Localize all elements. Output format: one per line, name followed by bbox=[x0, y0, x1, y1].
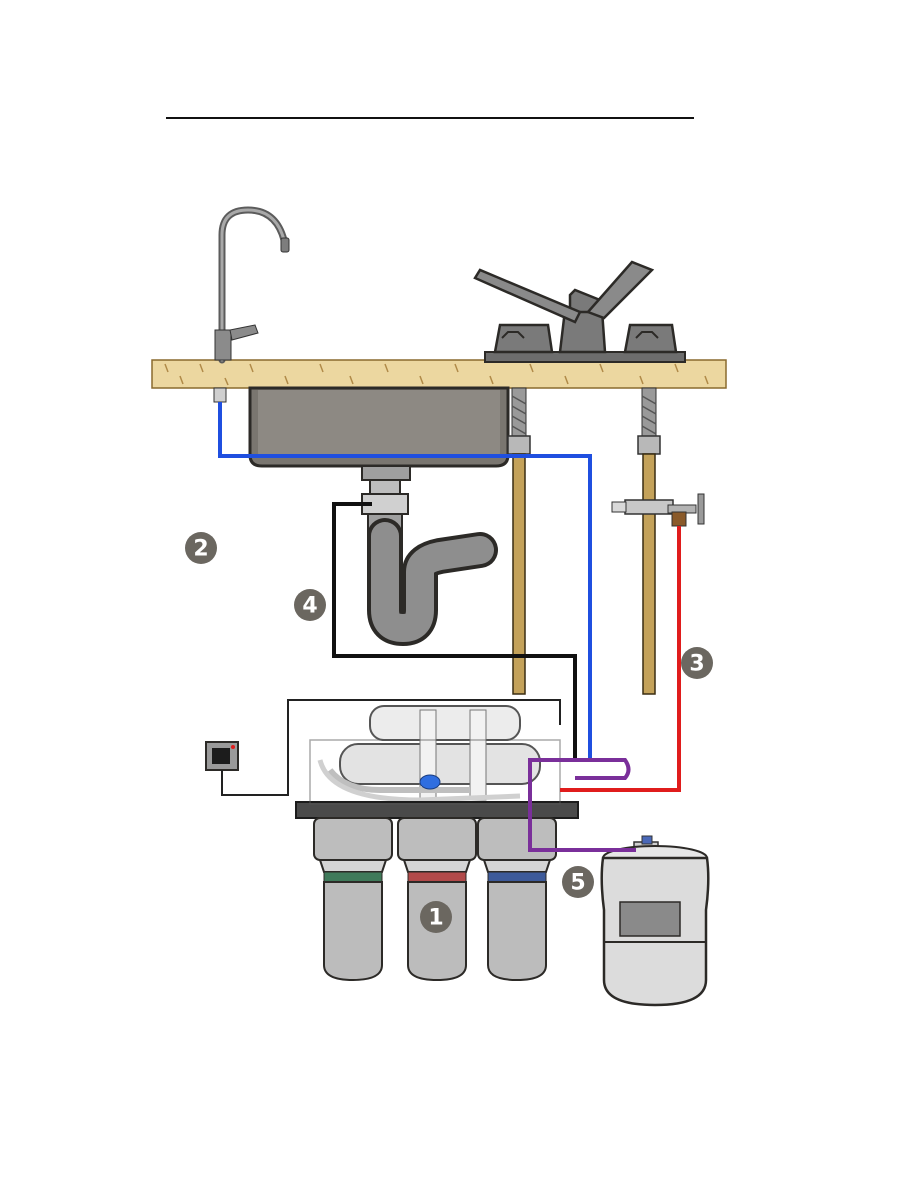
svg-text:5: 5 bbox=[570, 871, 585, 896]
svg-text:2: 2 bbox=[193, 537, 208, 562]
callout-5: 5 bbox=[562, 866, 594, 898]
flow-restrictor bbox=[420, 775, 440, 789]
callout-2: 2 bbox=[185, 532, 217, 564]
callout-1: 1 bbox=[420, 901, 452, 933]
hot-supply-line bbox=[508, 388, 530, 694]
callout-3: 3 bbox=[681, 647, 713, 679]
cold-supply-line bbox=[638, 388, 660, 694]
drain-assembly bbox=[362, 466, 480, 628]
filter-housing-3 bbox=[478, 818, 556, 980]
kitchen-mixer-tap bbox=[475, 262, 685, 362]
countertop bbox=[152, 360, 726, 388]
feed-water-valve bbox=[612, 494, 704, 526]
filter-housing-1 bbox=[314, 818, 392, 980]
svg-text:4: 4 bbox=[302, 594, 317, 619]
filter-housings bbox=[314, 818, 556, 980]
storage-tank bbox=[602, 836, 709, 1005]
feed-pipe bbox=[560, 526, 679, 790]
svg-text:1: 1 bbox=[428, 906, 443, 931]
svg-text:3: 3 bbox=[689, 652, 704, 677]
callout-4: 4 bbox=[294, 589, 326, 621]
filter-housing-2 bbox=[398, 818, 476, 980]
